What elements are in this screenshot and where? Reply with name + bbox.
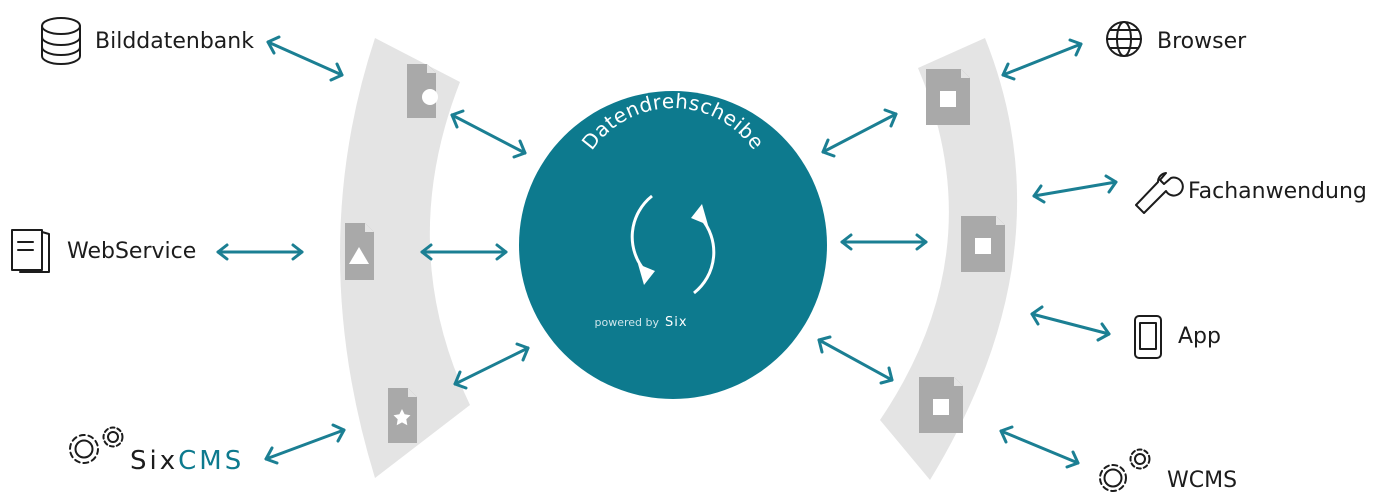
browser-node: Browser [1106,21,1247,57]
box-document-icon [926,69,970,125]
fachanwendung-node: Fachanwendung [1135,172,1367,214]
image-document-icon [407,64,438,118]
arrow-band-wcms [999,425,1080,469]
arrow-hub-band-mid-right [840,233,928,251]
box-document-icon [919,377,963,433]
arrow-webservice-band [216,243,304,261]
arrow-browser-band [1001,38,1083,81]
webservice-label: WebService [67,239,196,264]
gears-icon [1099,448,1151,492]
star-document-icon [388,388,417,443]
right-band [880,38,1018,480]
arrow-band-hub-mid-left [420,243,508,261]
left-band [340,38,470,478]
arrow-band-app [1030,305,1111,342]
bilddatenbank-node: Bilddatenbank [41,17,254,65]
gears-icon [69,426,124,464]
app-node: App [1134,315,1221,359]
hub-powered-by: powered by [595,316,660,329]
wcms-node: WCMS [1099,448,1237,493]
hub-brand: Six [665,315,688,330]
app-label: App [1178,324,1221,349]
sixcms-label-six: Six [130,446,178,476]
document-stack-icon [11,229,50,273]
wcms-label: WCMS [1167,468,1237,493]
browser-label: Browser [1157,29,1247,54]
arrow-hub-band-top-right [821,108,898,158]
database-icon [41,17,81,65]
vector-document-icon [345,223,374,280]
webservice-node: WebService [11,229,196,273]
globe-icon [1106,21,1142,57]
arrow-band-hub-top-left [450,109,527,159]
hub: Datendrehscheibe powered by Six [519,89,827,399]
hub-circle [519,91,827,399]
sixcms-node: SixCMS [69,426,244,476]
fachanwendung-label: Fachanwendung [1188,179,1367,204]
arrow-sixcms-band [264,423,346,465]
arrow-band-hub-bottom-left [453,342,530,390]
wrench-icon [1135,172,1184,214]
sync-icon [630,194,716,295]
arrow-fachanwendung-band [1032,174,1118,204]
sixcms-label: SixCMS [130,446,244,476]
box-document-icon [961,216,1005,272]
arrow-hub-band-bottom-right [817,335,894,385]
arrow-bilddatenbank-band [266,35,344,82]
smartphone-icon [1134,315,1162,359]
bilddatenbank-label: Bilddatenbank [95,29,254,54]
sixcms-label-cms: CMS [178,446,244,476]
